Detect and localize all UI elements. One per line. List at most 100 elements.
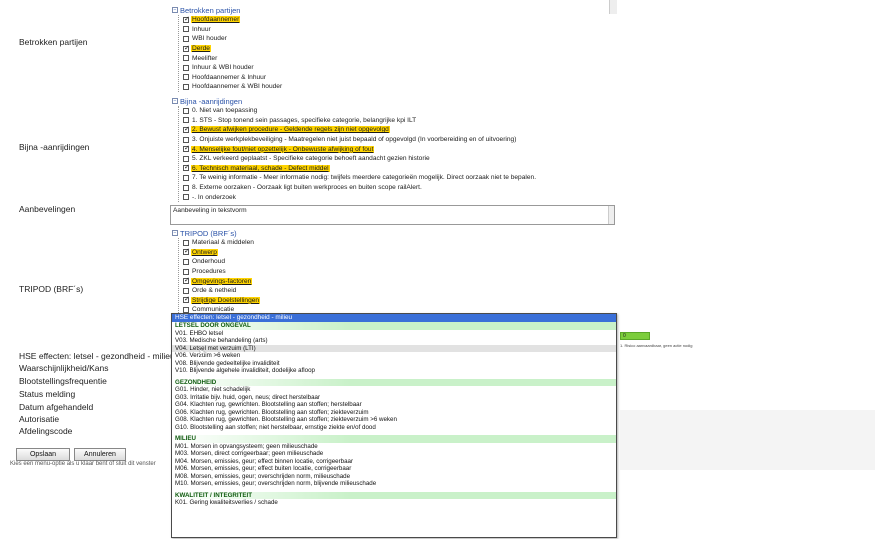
dropdown-option[interactable]: M06. Morsen, emissies, geur; effect buit… bbox=[175, 465, 352, 472]
checkbox[interactable] bbox=[183, 155, 189, 162]
betrokken-scrollbar[interactable] bbox=[609, 0, 617, 14]
dropdown-category: KWALITEIT / INTEGRITEIT bbox=[172, 491, 616, 499]
checkbox[interactable] bbox=[183, 258, 189, 265]
dropdown-category: LETSEL DOOR ONGEVAL bbox=[172, 322, 616, 330]
tripod-tree-title[interactable]: − TRIPOD (BRF´s) bbox=[172, 228, 237, 238]
checkbox[interactable] bbox=[183, 194, 189, 201]
label-bijna-aanrijdingen: Bijna -aanrijdingen bbox=[19, 142, 90, 152]
checkbox-checked[interactable] bbox=[183, 163, 190, 172]
checkbox[interactable] bbox=[183, 117, 189, 124]
dropdown-option[interactable]: V06. Verzuim >6 weken bbox=[175, 352, 241, 359]
checkbox[interactable] bbox=[183, 136, 189, 143]
checkbox-checked[interactable] bbox=[183, 44, 190, 52]
betrokken-option-label: Hoofdaannemer bbox=[191, 16, 241, 24]
bijna-tree: − Bijna -aanrijdingen 0. Niet van toepas… bbox=[172, 96, 537, 202]
checkbox-checked[interactable] bbox=[183, 276, 190, 285]
checkbox[interactable] bbox=[183, 35, 189, 42]
checkbox[interactable] bbox=[183, 64, 189, 71]
collapse-icon[interactable]: − bbox=[172, 98, 178, 104]
bijna-tree-title[interactable]: − Bijna -aanrijdingen bbox=[172, 96, 243, 106]
betrokken-option[interactable]: Hoofdaannemer & WBI houder bbox=[183, 82, 283, 92]
tripod-option-label: Communicatie bbox=[192, 306, 235, 314]
bijna-option[interactable]: 3. Onjuiste werkplekbeveiliging - Maatre… bbox=[183, 135, 537, 145]
dropdown-option[interactable]: G06. Klachten rug, gewrichten. Blootstel… bbox=[175, 408, 369, 416]
checkbox-checked[interactable] bbox=[183, 295, 190, 304]
checkbox[interactable] bbox=[183, 287, 189, 294]
tripod-option[interactable]: Strijdige Doelstellingen bbox=[183, 295, 261, 306]
dropdown-option[interactable]: G08. Klachten rug, gewrichten. Blootstel… bbox=[175, 416, 397, 423]
bijna-option-label: 1. STS - Stop tonend sein passages, spec… bbox=[192, 116, 417, 124]
tripod-option[interactable]: Communicatie bbox=[183, 305, 260, 315]
checkbox[interactable] bbox=[183, 268, 189, 275]
tripod-option[interactable]: Omgevings-factoren bbox=[183, 276, 260, 286]
cancel-button[interactable]: Annuleren bbox=[74, 448, 126, 461]
hse-effecten-dropdown-list[interactable]: HSE effecten: letsel - gezondheid - mili… bbox=[171, 313, 617, 538]
bijna-option[interactable]: 4. Menselijke fout/niet opzettelijk - On… bbox=[183, 144, 537, 154]
dropdown-option[interactable]: V08. Blijvende gedeeltelijke invaliditei… bbox=[175, 359, 280, 367]
betrokken-option[interactable]: Inhuur & WBI houder bbox=[183, 63, 283, 73]
dropdown-option[interactable]: G04. Klachten rug, gewrichten. Blootstel… bbox=[175, 401, 362, 408]
tripod-option[interactable]: Procedures bbox=[183, 267, 260, 277]
betrokken-option[interactable]: WBI houder bbox=[183, 34, 283, 44]
checkbox[interactable] bbox=[183, 239, 189, 246]
checkbox-checked[interactable] bbox=[183, 144, 190, 153]
bijna-option-label: 3. Onjuiste werkplekbeveiliging - Maatre… bbox=[192, 136, 517, 144]
betrokken-option[interactable]: Derde bbox=[183, 44, 283, 54]
tripod-option[interactable]: Orde & netheid bbox=[183, 286, 260, 296]
dropdown-category: MILIEU bbox=[172, 435, 616, 443]
betrokken-option[interactable]: Meelifter bbox=[183, 53, 283, 63]
betrokken-option[interactable]: Hoofdaannemer bbox=[183, 15, 283, 25]
betrokken-tree-title[interactable]: − Betrokken partijen bbox=[172, 5, 241, 15]
checkbox[interactable] bbox=[183, 174, 189, 181]
dropdown-selected-header[interactable]: HSE effecten: letsel - gezondheid - mili… bbox=[172, 314, 616, 322]
dropdown-option[interactable]: M03. Morsen, direct corrigeerbaar; geen … bbox=[175, 450, 324, 457]
aanbevelingen-scrollbar[interactable] bbox=[608, 206, 614, 224]
dropdown-category: GEZONDHEID bbox=[172, 378, 616, 386]
tripod-option-label: Materiaal & middelen bbox=[192, 239, 254, 247]
bijna-option[interactable]: 1. STS - Stop tonend sein passages, spec… bbox=[183, 116, 537, 126]
checkbox[interactable] bbox=[183, 74, 189, 81]
bijna-option[interactable]: -. In onderzoek bbox=[183, 192, 537, 202]
checkbox[interactable] bbox=[183, 26, 189, 33]
dropdown-option[interactable]: V10. Blijvende algehele invaliditeit, do… bbox=[175, 367, 316, 374]
bijna-option[interactable]: 6. Technisch materiaal, schade - Defect … bbox=[183, 163, 537, 174]
checkbox[interactable] bbox=[183, 184, 189, 191]
dropdown-option[interactable]: G10. Blootstelling aan stoffen; niet her… bbox=[175, 423, 376, 431]
bijna-option[interactable]: 8. Externe oorzaken - Oorzaak ligt buite… bbox=[183, 183, 537, 193]
aanbevelingen-textarea[interactable]: Aanbeveling in tekstvorm bbox=[170, 205, 615, 225]
betrokken-option[interactable]: Inhuur bbox=[183, 25, 283, 35]
checkbox-checked[interactable] bbox=[183, 15, 190, 23]
betrokken-option[interactable]: Hoofdaannemer & Inhuur bbox=[183, 73, 283, 83]
dropdown-option[interactable]: G03. Irritatie bijv. huid, ogen, neus; d… bbox=[175, 393, 321, 401]
label-afdelingscode: Afdelingscode bbox=[19, 426, 73, 436]
tripod-option[interactable]: Ontwerp bbox=[183, 247, 260, 258]
checkbox[interactable] bbox=[183, 83, 189, 90]
checkbox[interactable] bbox=[183, 306, 189, 313]
checkbox-checked[interactable] bbox=[183, 125, 190, 133]
bijna-option[interactable]: 0. Niet van toepassing bbox=[183, 106, 537, 116]
dropdown-option[interactable]: M04. Morsen, emissies, geur; effect binn… bbox=[175, 457, 354, 465]
checkbox-checked[interactable] bbox=[183, 247, 190, 256]
dropdown-option[interactable]: K01. Gering kwaliteitsverlies / schade bbox=[175, 499, 278, 506]
dropdown-option[interactable]: M10. Morsen, emissies, geur; overschrijd… bbox=[175, 480, 377, 487]
dropdown-option[interactable]: V04. Letsel met verzuim (LTI) bbox=[172, 344, 616, 352]
save-button[interactable]: Opslaan bbox=[16, 448, 70, 461]
bijna-option-label: -. In onderzoek bbox=[192, 193, 236, 201]
label-blootstelling: Blootstellingsfrequentie bbox=[19, 376, 107, 386]
tripod-option[interactable]: Materiaal & middelen bbox=[183, 238, 260, 248]
bijna-option[interactable]: 5. ZKL verkeerd geplaatst - Specifieke c… bbox=[183, 154, 537, 164]
dropdown-option[interactable]: V01. EHBO letsel bbox=[175, 329, 224, 337]
checkbox[interactable] bbox=[183, 55, 189, 62]
bijna-option[interactable]: 2. Bewust afwijken procedure - Geldende … bbox=[183, 125, 537, 135]
dropdown-option[interactable]: G01. Hinder, niet schadelijk bbox=[175, 386, 251, 393]
checkbox[interactable] bbox=[183, 107, 189, 114]
bijna-option[interactable]: 7. Te weinig informatie - Meer informati… bbox=[183, 173, 537, 183]
tripod-option[interactable]: Onderhoud bbox=[183, 257, 260, 267]
label-betrokken-partijen: Betrokken partijen bbox=[19, 37, 88, 47]
dropdown-option[interactable]: M08. Morsen, emissies, geur; overschrijd… bbox=[175, 472, 351, 480]
collapse-icon[interactable]: − bbox=[172, 230, 178, 236]
dropdown-option[interactable]: V03. Medische behandeling (arts) bbox=[175, 337, 268, 344]
dropdown-option[interactable]: M01. Morsen in opvangsysteem; geen milie… bbox=[175, 442, 318, 450]
risk-score-indicator: 0 bbox=[620, 332, 650, 340]
collapse-icon[interactable]: − bbox=[172, 7, 178, 13]
